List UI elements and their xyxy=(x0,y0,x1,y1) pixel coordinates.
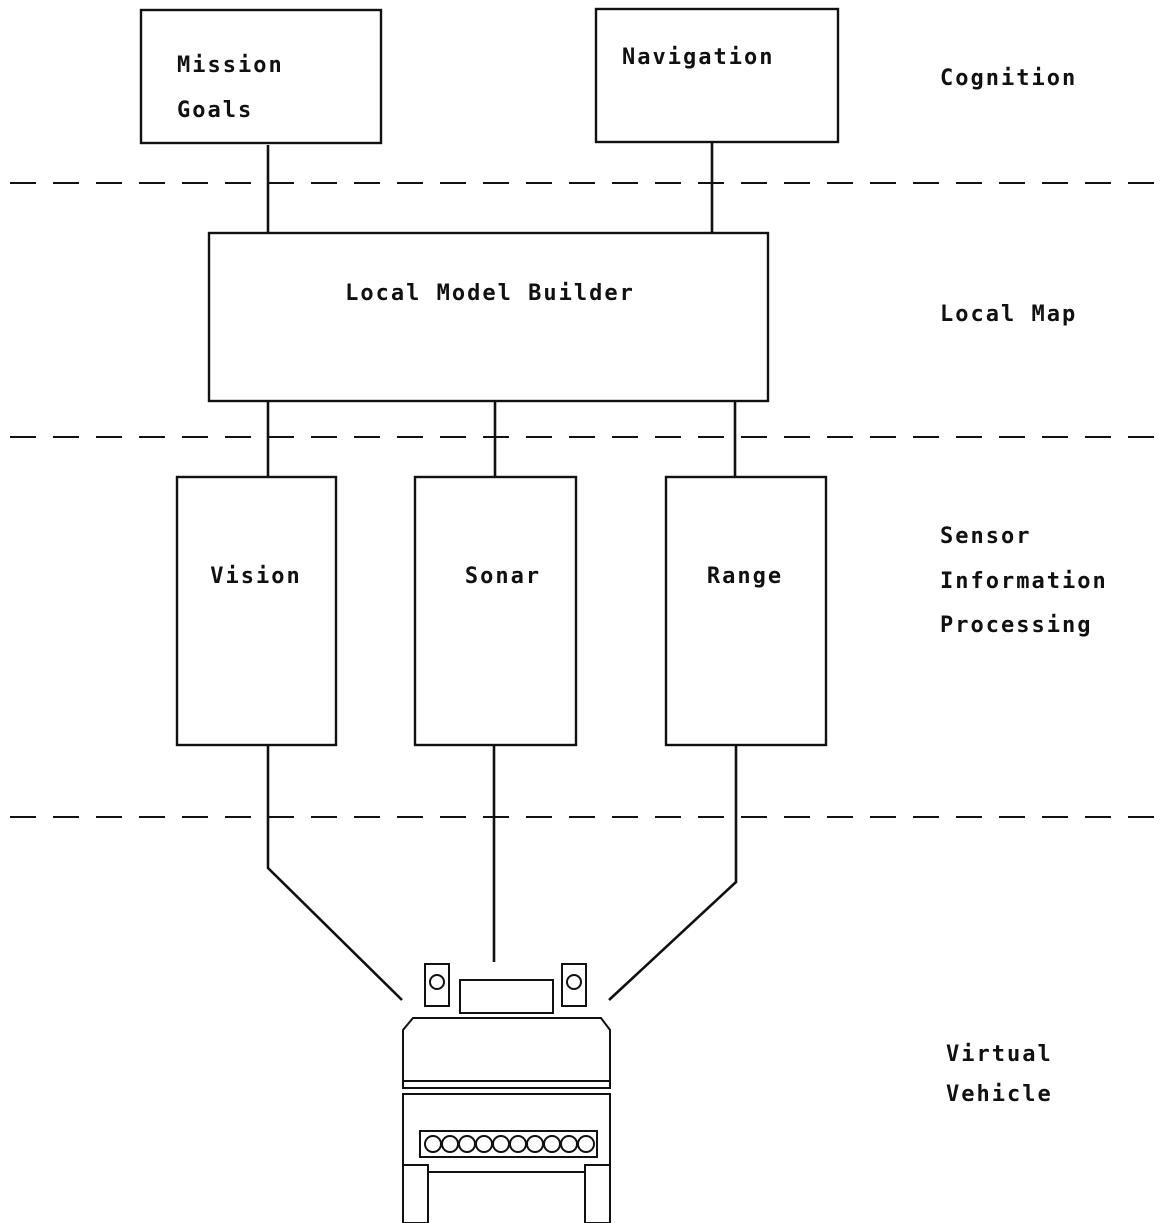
layer-label-sensor-line3: Processing xyxy=(940,613,1092,638)
vehicle-icon xyxy=(403,964,610,1223)
connector-vision-vehicle xyxy=(268,745,402,1000)
local-model-builder-box: Local Model Builder xyxy=(209,233,768,401)
connector-range-vehicle xyxy=(609,745,736,1000)
layer-label-vehicle-line2: Vehicle xyxy=(946,1082,1053,1107)
layer-label-cognition: Cognition xyxy=(940,66,1077,91)
range-box: Range xyxy=(666,477,826,745)
vision-box: Vision xyxy=(177,477,336,745)
layer-label-sensor-line2: Information xyxy=(940,569,1108,594)
vision-label: Vision xyxy=(210,564,301,589)
sonar-label: Sonar xyxy=(465,564,541,589)
layer-label-sensor-line1: Sensor xyxy=(940,524,1031,549)
sonar-box: Sonar xyxy=(415,477,576,745)
mission-goals-label-line1: Mission xyxy=(177,53,284,78)
mission-goals-label-line2: Goals xyxy=(177,98,253,123)
range-label: Range xyxy=(707,564,783,589)
layer-label-local-map: Local Map xyxy=(940,302,1077,327)
local-model-builder-label: Local Model Builder xyxy=(345,281,635,306)
navigation-label: Navigation xyxy=(622,45,774,70)
navigation-box: Navigation xyxy=(596,9,838,142)
layer-label-vehicle-line1: Virtual xyxy=(946,1042,1053,1067)
mission-goals-box: Mission Goals xyxy=(141,10,381,143)
